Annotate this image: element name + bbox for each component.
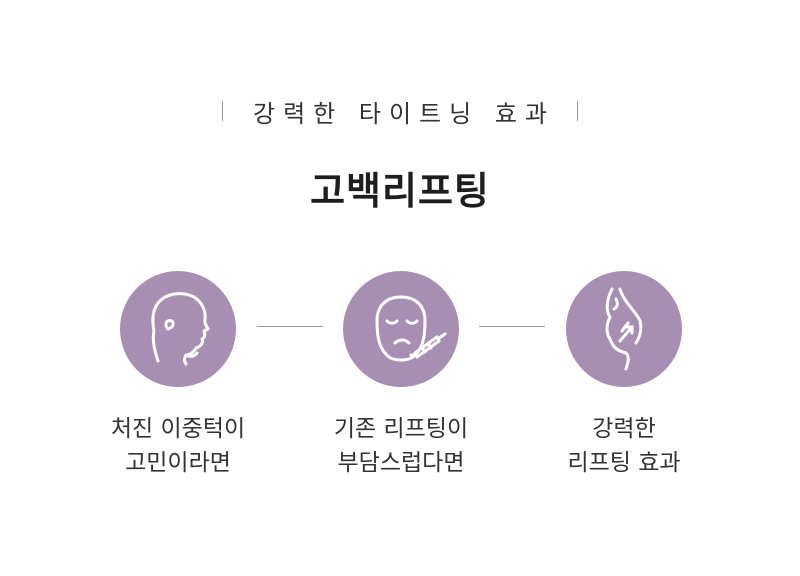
step-1-line-2: 고민이라면 — [125, 450, 231, 476]
subtitle-row: 강력한 타이트닝 효과 — [0, 96, 800, 128]
step-3-caption: 강력한 리프팅 효과 — [524, 412, 724, 480]
step-2-line-1: 기존 리프팅이 — [333, 416, 469, 442]
face-lift-arrow-icon — [605, 287, 643, 371]
connector-line-2 — [479, 326, 545, 327]
subtitle-left-divider — [222, 101, 223, 121]
subtitle-right-divider — [576, 101, 578, 121]
step-3-line-1: 강력한 — [592, 416, 656, 442]
connector-line-1 — [257, 326, 323, 327]
step-3-line-2: 리프팅 효과 — [567, 450, 681, 476]
page-title: 고백리프팅 — [310, 169, 490, 213]
step-2-caption: 기존 리프팅이 부담스럽다면 — [301, 412, 501, 480]
subtitle: 강력한 타이트닝 효과 — [253, 99, 555, 128]
head-profile-icon — [151, 292, 210, 366]
face-injection-icon — [375, 295, 447, 362]
step-2-line-2: 부담스럽다면 — [337, 450, 465, 476]
step-2-circle — [343, 271, 459, 387]
step-3-circle — [566, 271, 682, 387]
step-1-caption: 처진 이중턱이 고민이라면 — [78, 412, 278, 480]
step-1-circle — [120, 271, 236, 387]
step-1-line-1: 처진 이중턱이 — [110, 416, 246, 442]
